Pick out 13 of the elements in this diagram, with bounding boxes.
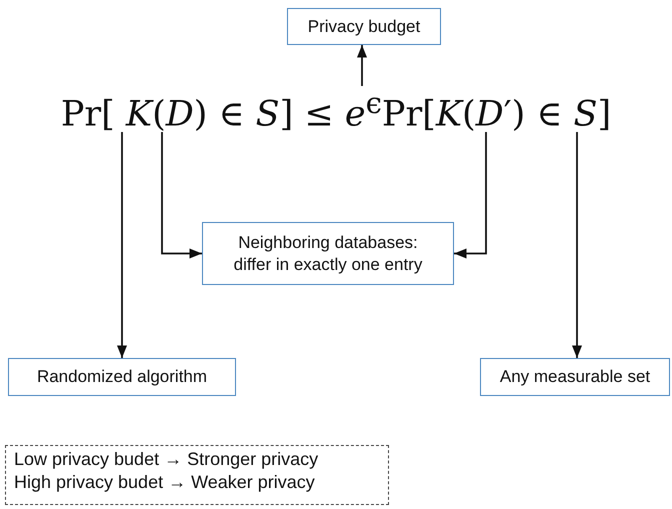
note-text: Low privacy budet → Stronger privacy [14, 448, 320, 471]
callout-box: Privacy budget [287, 8, 441, 45]
leader-arrow [454, 132, 487, 259]
note-box [5, 445, 389, 505]
leader-arrow [116, 132, 128, 358]
note-text: High privacy budet → Weaker privacy [14, 471, 316, 494]
callout-box: Neighboring databases: differ in exactly one entry [202, 222, 454, 285]
leader-arrow [161, 132, 202, 259]
callout-box: Randomized algorithm [8, 358, 236, 396]
formula: Pr[ K(D) ∈ S] ≤ e$^{ϵ}$Pr[K(D′) ∈ S] [40, 86, 632, 132]
leader-arrow [572, 132, 582, 358]
leader-arrow [356, 45, 368, 86]
callout-box: Any measurable set [480, 358, 670, 396]
